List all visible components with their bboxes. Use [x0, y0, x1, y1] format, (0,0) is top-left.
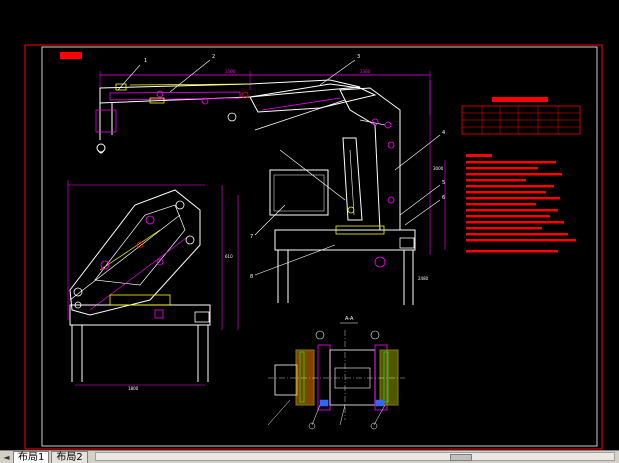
dim-overall-length: 2360 — [360, 69, 371, 74]
tab-layout-2[interactable]: 布局2 — [51, 451, 88, 463]
crane-elevation-view: 1500 2360 — [95, 54, 446, 305]
dim-folded-height: 610 — [225, 254, 233, 259]
balloon-1: 1 — [144, 58, 147, 64]
balloon-7: 7 — [250, 234, 253, 240]
balloon-3: 3 — [357, 54, 360, 60]
drawing-number-tag — [60, 52, 82, 59]
crane-folded-view: 1800 610 — [67, 180, 239, 391]
dim-folded-width: 1800 — [128, 386, 139, 391]
balloon-5: 5 — [442, 180, 445, 186]
tab-layout-1[interactable]: 布局1 — [13, 451, 50, 463]
balloon-8: 8 — [250, 274, 253, 280]
tab-nav-first-icon[interactable]: ◄ — [3, 453, 10, 462]
dim-boom-length: 1500 — [225, 69, 236, 74]
dim-base-width: 2480 — [418, 276, 429, 281]
balloon-6: 6 — [442, 195, 445, 201]
drawing-border-inner — [41, 46, 598, 447]
technical-requirements-block — [461, 97, 581, 253]
dim-height: 3000 — [433, 166, 444, 171]
section-view-a-a: A-A — [267, 316, 405, 430]
balloon-2: 2 — [212, 54, 215, 60]
horizontal-scrollbar[interactable] — [95, 452, 615, 461]
param-table-title — [492, 97, 548, 102]
section-label: A-A — [345, 316, 354, 322]
balloon-4: 4 — [442, 130, 445, 136]
scrollbar-thumb[interactable] — [450, 454, 472, 461]
cad-drawing-canvas[interactable]: 1500 2360 — [0, 0, 619, 450]
drawing-border-outer — [24, 44, 603, 450]
